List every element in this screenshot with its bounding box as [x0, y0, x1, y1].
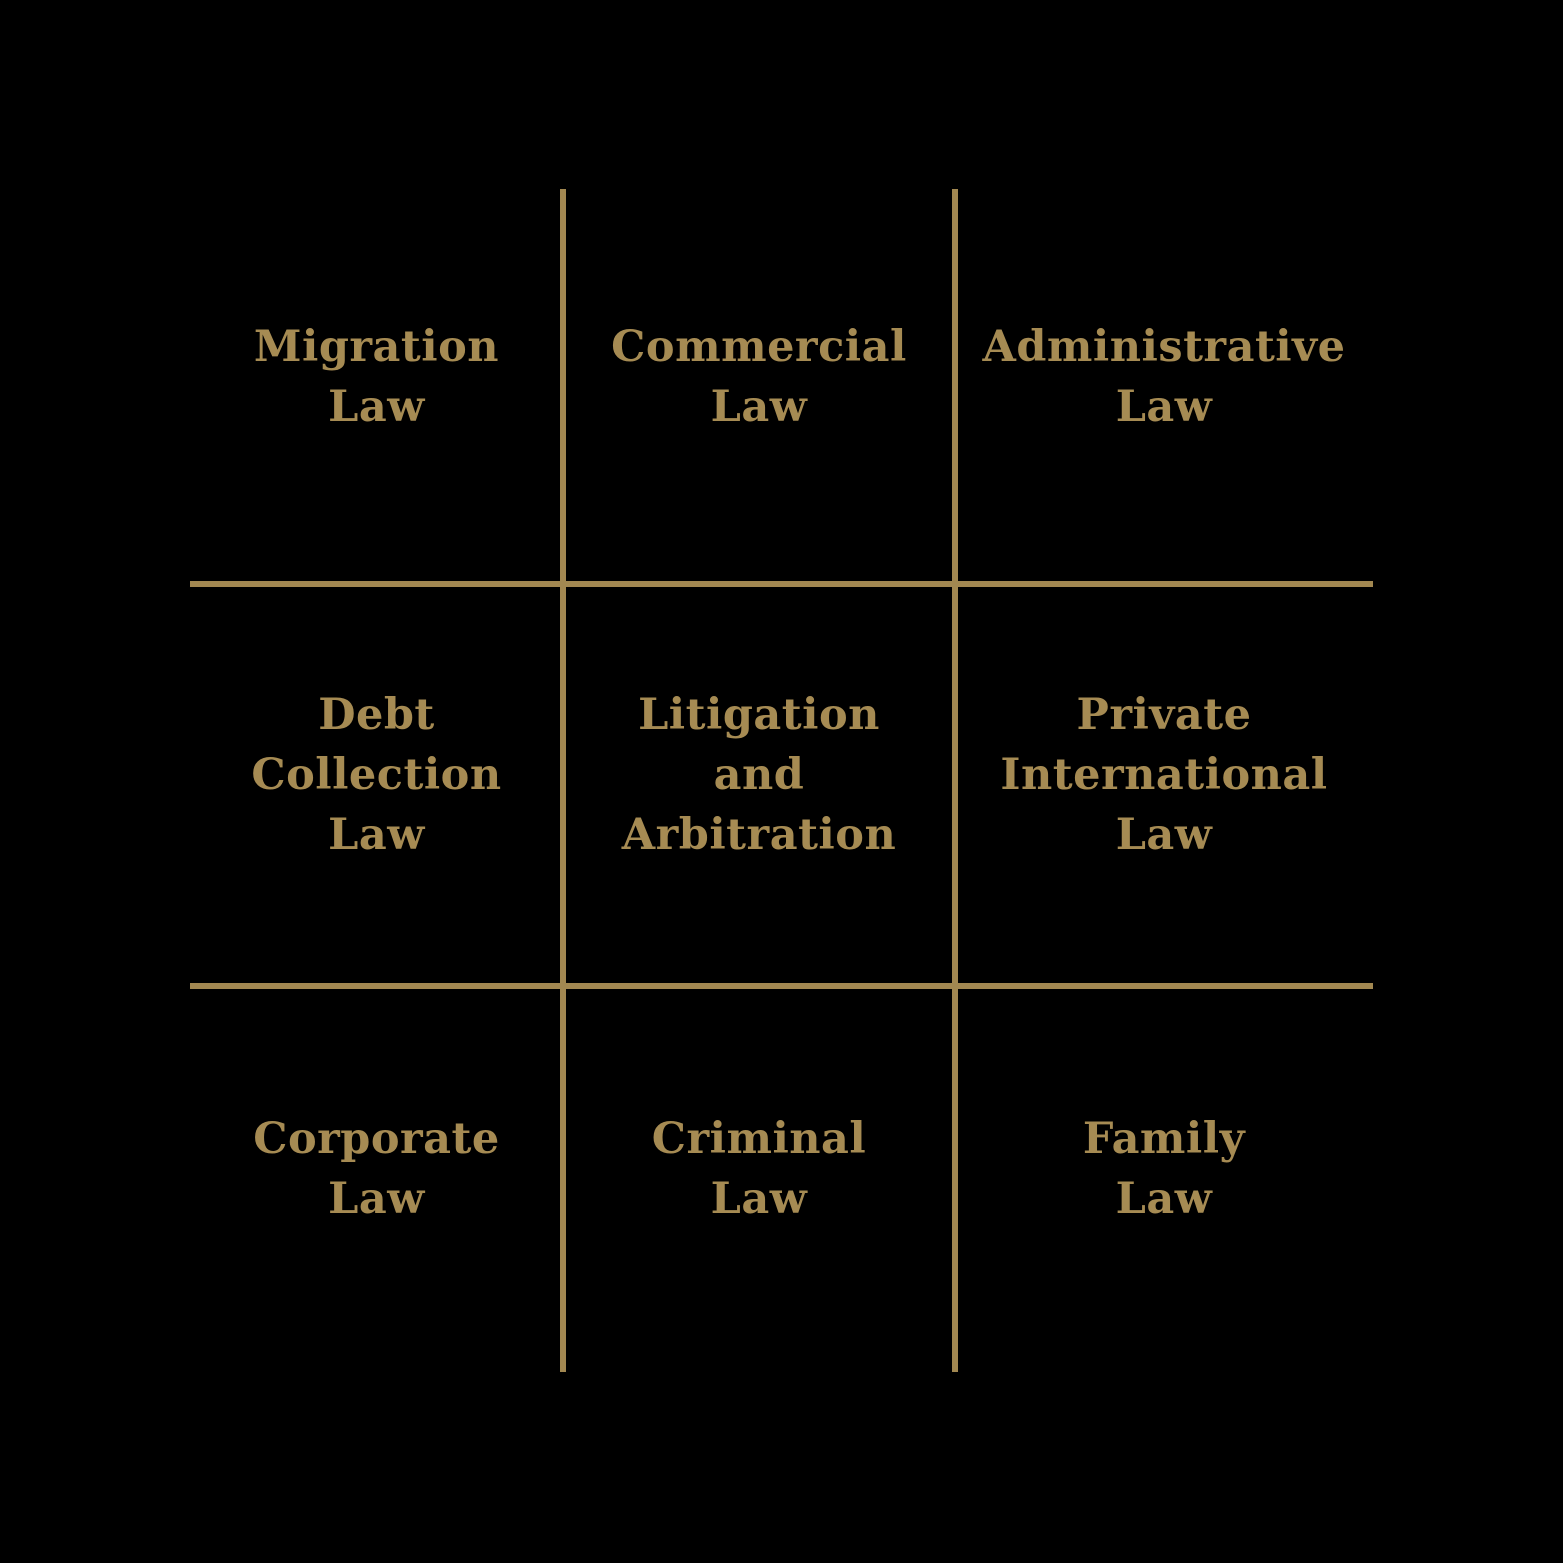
practice-area-label: Family Law — [1082, 1114, 1246, 1224]
practice-area-label: Private International Law — [1000, 690, 1328, 860]
practice-area-label: Corporate Law — [253, 1114, 500, 1224]
cell-migration-law[interactable]: Migration Law — [190, 189, 563, 584]
practice-area-label: Litigation and Arbitration — [621, 690, 897, 860]
grid-horizontal-line-top — [190, 581, 1373, 587]
cell-administrative-law[interactable]: Administrative Law — [955, 189, 1373, 584]
grid-vertical-line-left — [560, 189, 566, 1372]
practice-areas-cells: Migration Law Commercial Law Administrat… — [190, 189, 1373, 1372]
practice-area-label: Commercial Law — [611, 321, 907, 432]
cell-corporate-law[interactable]: Corporate Law — [190, 986, 563, 1372]
practice-area-label: Administrative Law — [982, 321, 1346, 432]
grid-vertical-line-right — [952, 189, 958, 1372]
grid-horizontal-line-bottom — [190, 983, 1373, 989]
practice-area-label: Debt Collection Law — [251, 690, 502, 860]
cell-private-international-law[interactable]: Private International Law — [955, 584, 1373, 986]
cell-criminal-law[interactable]: Criminal Law — [563, 986, 955, 1372]
cell-debt-collection-law[interactable]: Debt Collection Law — [190, 584, 563, 986]
practice-area-label: Criminal Law — [651, 1114, 867, 1224]
practice-areas-grid: Migration Law Commercial Law Administrat… — [190, 189, 1373, 1372]
cell-litigation-and-arbitration[interactable]: Litigation and Arbitration — [563, 584, 955, 986]
practice-area-label: Migration Law — [253, 321, 500, 432]
cell-family-law[interactable]: Family Law — [955, 986, 1373, 1372]
cell-commercial-law[interactable]: Commercial Law — [563, 189, 955, 584]
